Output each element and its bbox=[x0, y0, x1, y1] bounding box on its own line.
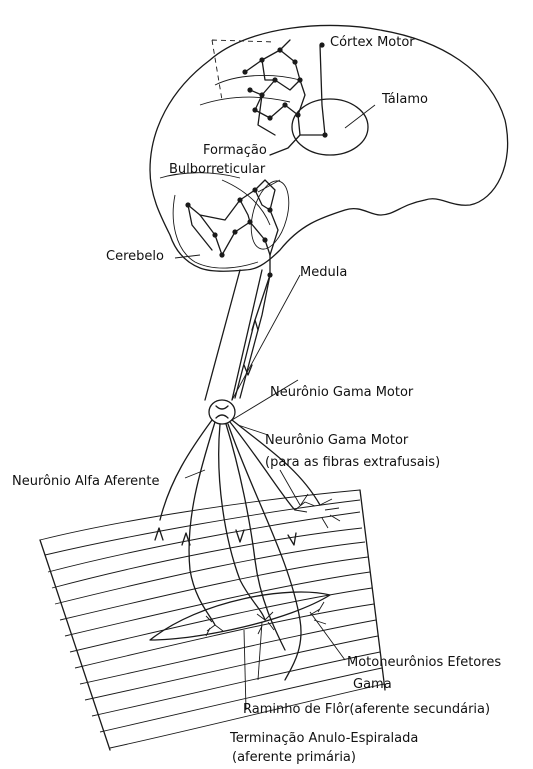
label-cortex-motor: Córtex Motor bbox=[330, 35, 415, 50]
leader-lines bbox=[175, 105, 375, 710]
label-extrafusais: (para as fibras extrafusais) bbox=[265, 455, 440, 470]
label-raminho: Raminho de Flôr(aferente secundária) bbox=[243, 702, 490, 717]
label-cerebelo: Cerebelo bbox=[106, 249, 164, 264]
label-terminacao-1: Terminação Anulo-Espiralada bbox=[229, 731, 418, 746]
label-terminacao-2: (aferente primária) bbox=[232, 750, 356, 764]
label-neuronio-gama-motor: Neurônio Gama Motor bbox=[270, 385, 414, 400]
spinal-pathway bbox=[205, 255, 270, 424]
label-talamo: Tálamo bbox=[381, 92, 428, 107]
thalamus-ellipse bbox=[292, 99, 368, 155]
label-formacao-2: Bulborreticular bbox=[169, 162, 266, 177]
label-formacao-1: Formação bbox=[203, 143, 267, 158]
label-alfa-aferente: Neurônio Alfa Aferente bbox=[12, 474, 160, 489]
label-motoneuronios-2: Gama bbox=[353, 677, 392, 692]
label-medula: Medula bbox=[300, 265, 347, 280]
label-neuronio-gama-motor-2: Neurônio Gama Motor bbox=[265, 433, 409, 448]
label-motoneuronios-1: Motoneurônios Efetores bbox=[347, 655, 501, 670]
